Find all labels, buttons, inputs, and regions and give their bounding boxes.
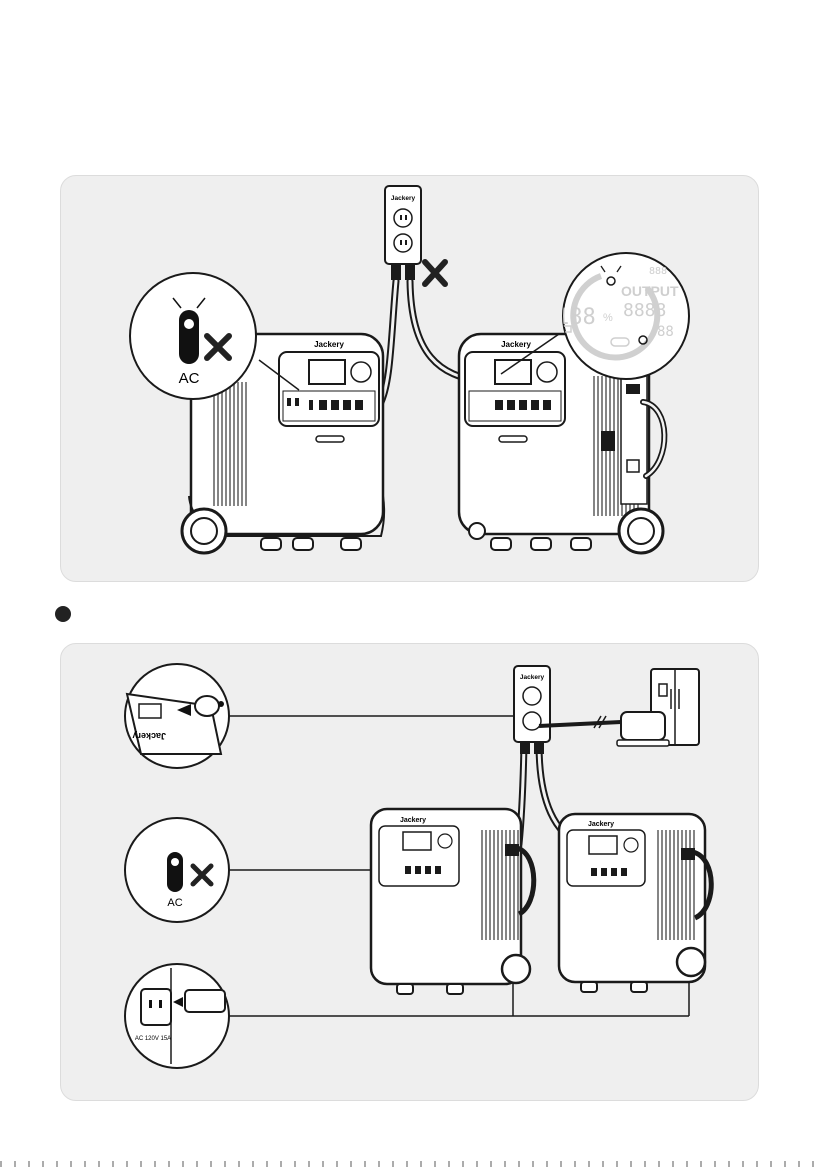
transfer-switch-hub: Jackery (385, 186, 421, 280)
left-unit-brand: Jackery (314, 340, 344, 349)
power-station-bottom-right: Jackery (559, 814, 711, 992)
diagram-panel-top: Jackery Jackery (60, 175, 759, 582)
ac-toggle-icon (179, 310, 199, 364)
lcd-small-digits: 888 (649, 266, 667, 277)
lcd-sub-digits: 88 (657, 324, 674, 340)
step-bullet (55, 606, 71, 622)
right-unit-brand: Jackery (501, 340, 531, 349)
ac-inlet-callout: AC 120V 15A (125, 964, 229, 1068)
bottom-right-unit-brand: Jackery (588, 821, 614, 828)
ac-button-callout-bottom: AC (125, 818, 229, 922)
inlet-rating-label: AC 120V 15A (135, 1036, 171, 1042)
ac-inlet-icon (141, 989, 171, 1025)
lcd-percent-unit: % (603, 312, 613, 324)
power-cord-plug-icon (185, 990, 225, 1012)
transfer-switch-hub-bottom: Jackery (514, 666, 550, 754)
lcd-output-heading: OUTPUT (621, 283, 679, 299)
lcd-percent-value: 188 (556, 305, 596, 330)
page-edge-marks (0, 1161, 821, 1167)
hub-brand: Jackery (391, 195, 416, 202)
appliance-device-icon (617, 712, 669, 746)
power-station-bottom-left: Jackery (371, 809, 534, 994)
ac-label-bottom: AC (167, 897, 182, 909)
panel-bottom-illustration: Jackery Jackery (61, 644, 758, 1100)
ac-label-top: AC (179, 370, 200, 387)
lcd-output-digits: 8888 (623, 300, 666, 321)
ac-button-callout: AC (130, 273, 256, 399)
panel-top-illustration: Jackery Jackery (61, 176, 758, 581)
not-allowed-x-icon (425, 262, 445, 284)
plug-icon (195, 696, 219, 716)
bottom-left-unit-brand: Jackery (400, 817, 426, 824)
hub-brand-bottom: Jackery (520, 674, 545, 681)
diagram-panel-bottom: Jackery Jackery (60, 643, 759, 1101)
hub-callout-brand: Jackery (132, 731, 166, 741)
hub-plug-callout: Jackery (125, 664, 229, 768)
